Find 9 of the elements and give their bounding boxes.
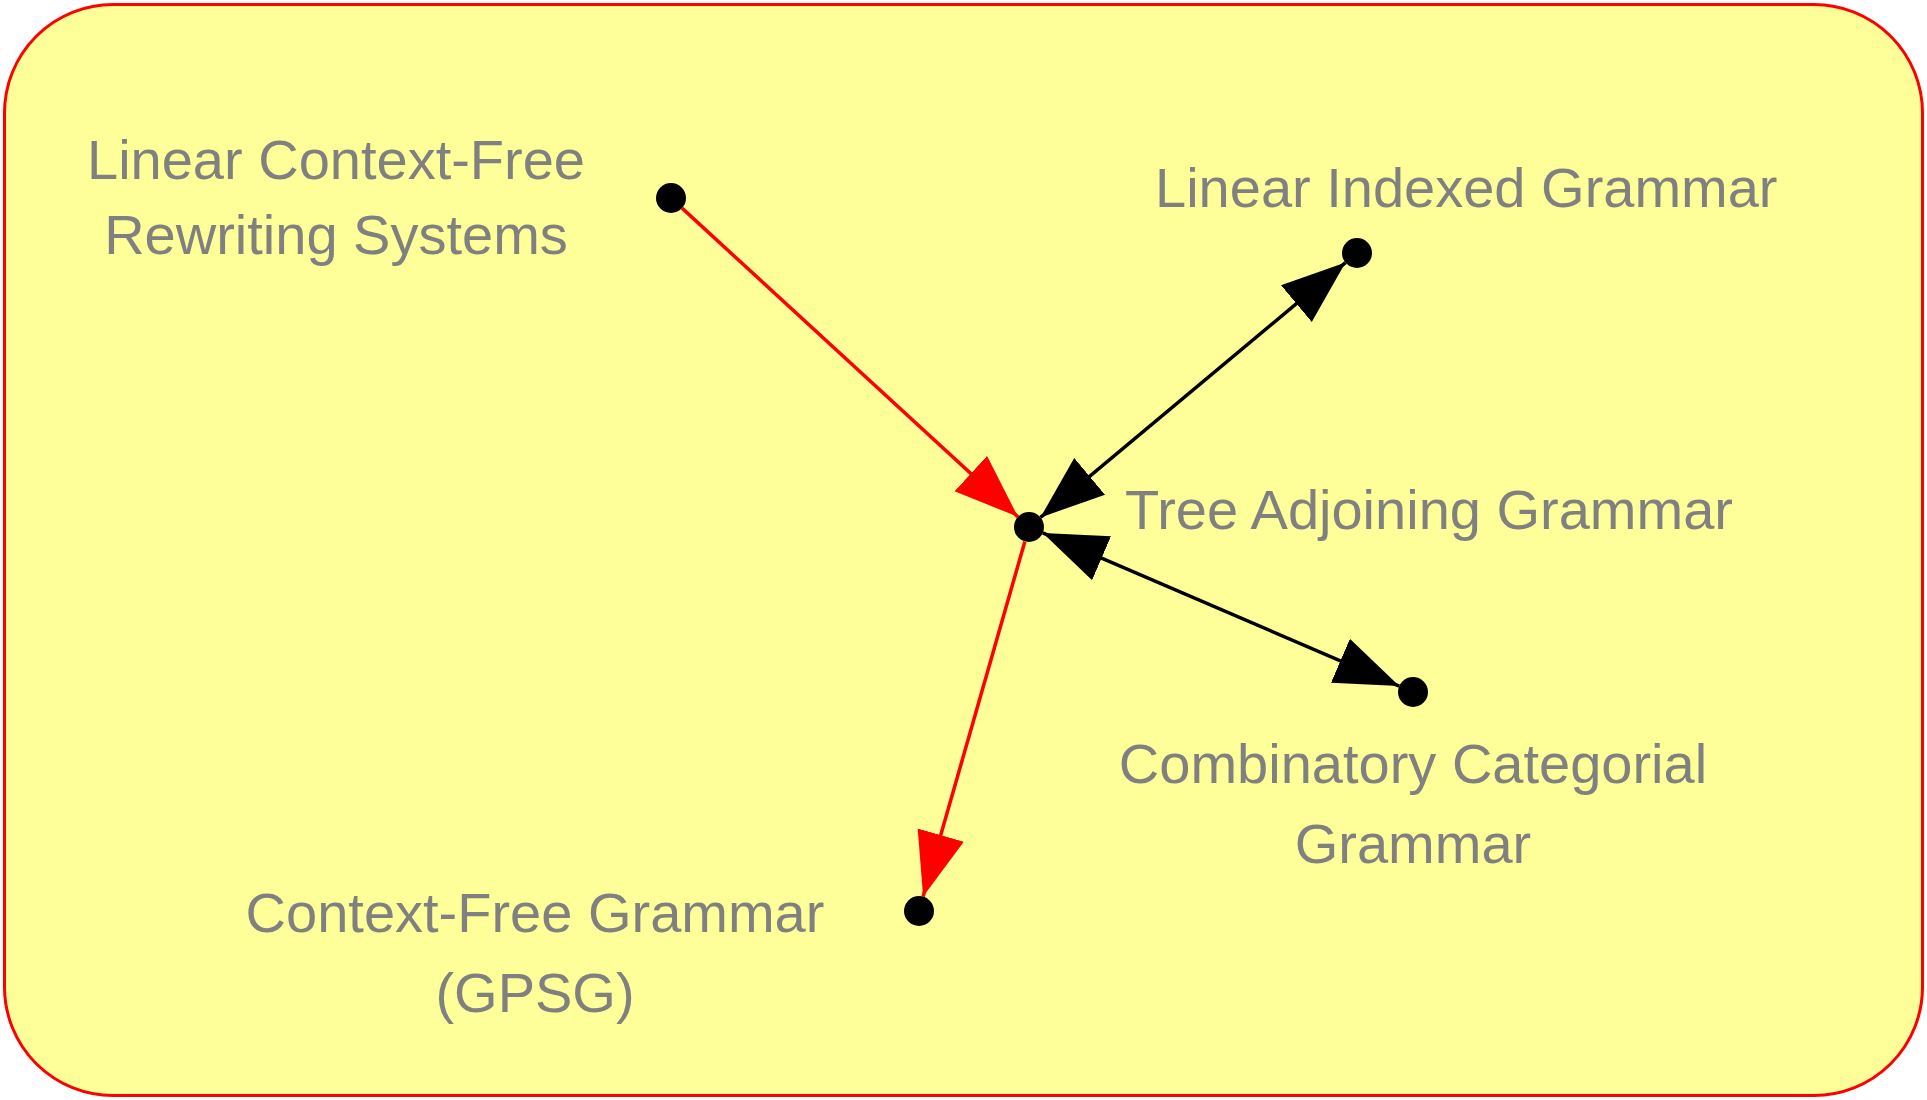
- arrow: [917, 540, 1027, 898]
- node-label: Context-Free Grammar (GPSG): [244, 880, 826, 1026]
- node-label: Combinatory Categorial Grammar: [1117, 731, 1709, 877]
- arrow: [1039, 261, 1347, 519]
- arrow: [1042, 531, 1400, 688]
- node-label: Linear Context-Free Rewriting Systems: [86, 127, 586, 268]
- node-label: Tree Adjoining Grammar: [1125, 477, 1734, 543]
- arrow: [680, 206, 1020, 519]
- node-label: Linear Indexed Grammar: [1155, 155, 1779, 221]
